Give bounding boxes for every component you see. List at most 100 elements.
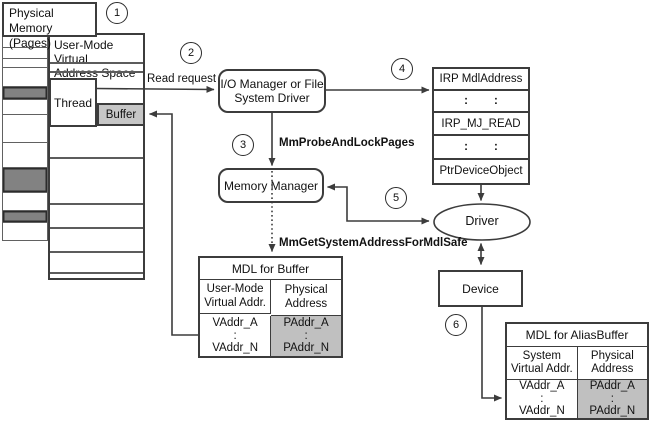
mdl-aliasbuffer-table: MDL for AliasBuffer System Virtual Addr.… — [505, 322, 649, 420]
memory-page-row — [3, 211, 47, 223]
step-number-2: 2 — [187, 47, 195, 59]
mdl-aliasbuffer-grid: System Virtual Addr. Physical Address VA… — [507, 347, 647, 418]
driver-label: Driver — [465, 214, 499, 228]
mdl-alias-paddr-cell: PAddr_A : PAddr_N — [577, 380, 647, 418]
mdl-buffer-title: MDL for Buffer — [200, 258, 341, 280]
memory-page-row — [3, 59, 47, 68]
irp-box: IRP MdlAddress : : IRP_MJ_READ : : PtrDe… — [432, 67, 530, 185]
irp-mj-read-row: IRP_MJ_READ — [434, 113, 528, 136]
memory-page-row — [3, 193, 47, 211]
step-number-4: 4 — [398, 63, 406, 75]
mdl-alias-col2-header-line2: Address — [591, 363, 634, 375]
io-manager-line2: System Driver — [234, 91, 310, 105]
mdl-alias-col2-header: Physical Address — [577, 347, 647, 380]
step-number-5: 5 — [392, 192, 400, 204]
irp-colon: : — [464, 140, 468, 153]
irp-colon: : — [464, 95, 468, 108]
device-to-alias-mdl-arrow — [481, 307, 502, 402]
memory-page-row — [3, 143, 47, 168]
vaddr-ellipsis: : — [233, 329, 237, 342]
irp-ellipsis-row: : : — [434, 91, 528, 114]
mdl-buffer-col1-header-line1: User-Mode — [206, 283, 264, 295]
physical-memory-title-line1: Physical Memory — [9, 6, 54, 35]
physical-memory-label: Physical Memory (Pages) — [2, 2, 97, 50]
mdl-alias-col1-header-line1: System — [522, 349, 562, 362]
irp-ellipsis-row: : : — [434, 136, 528, 160]
memory-page-column — [2, 37, 48, 241]
driver-memory-manager-link — [327, 183, 430, 225]
memory-page-row — [3, 100, 47, 115]
mdl-alias-col1-header-line2: Virtual Addr. — [510, 363, 573, 375]
address-space-divider — [50, 71, 143, 73]
device-box: Device — [438, 270, 523, 307]
thread-box: Thread — [49, 78, 97, 127]
memory-manager-box: Memory Manager — [218, 168, 324, 203]
physical-memory-title-line2: (Pages) — [9, 36, 52, 50]
mdl-buffer-vaddr-cell: VAddr_A : VAddr_N — [200, 316, 272, 356]
paddr-first: PAddr_A — [589, 380, 635, 392]
address-space-divider — [50, 272, 143, 274]
read-request-label: Read request — [147, 73, 217, 85]
step-circle-4: 4 — [391, 58, 413, 80]
paddr-last: PAddr_N — [589, 404, 636, 417]
device-label: Device — [462, 281, 499, 296]
io-manager-line1: I/O Manager or File — [220, 77, 324, 91]
memory-manager-label: Memory Manager — [223, 178, 319, 193]
irp-mdladdress-row: IRP MdlAddress — [434, 69, 528, 92]
memory-page-row — [3, 168, 47, 193]
mdl-buffer-table: MDL for Buffer User-Mode Virtual Addr. P… — [198, 256, 343, 358]
mdl-buffer-col1-header: User-Mode Virtual Addr. — [200, 280, 272, 314]
step-circle-5: 5 — [385, 187, 407, 209]
vaddr-last: VAddr_N — [518, 404, 565, 417]
mdl-buffer-col1-header-line2: Virtual Addr. — [204, 296, 266, 309]
memory-page-row — [3, 223, 47, 240]
mdl-alias-vaddr-cell: VAddr_A : VAddr_N — [507, 380, 578, 418]
irp-mdladdress-label: IRP MdlAddress — [439, 73, 523, 86]
buffer-label: Buffer — [105, 108, 137, 121]
mdl-alias-col1-header: System Virtual Addr. — [507, 347, 578, 380]
irp-colon: : — [494, 140, 498, 153]
step-circle-2: 2 — [180, 42, 202, 64]
step-number-3: 3 — [239, 139, 247, 151]
irp-ptrdeviceobject-row: PtrDeviceObject — [434, 160, 528, 183]
address-space-divider — [50, 227, 143, 229]
step-number-1: 1 — [113, 7, 121, 19]
memory-page-row — [3, 115, 47, 143]
step-number-6: 6 — [452, 319, 460, 331]
memory-page-row — [3, 48, 47, 59]
irp-mj-read-label: IRP_MJ_READ — [441, 117, 521, 130]
irp-colon: : — [494, 95, 498, 108]
vaddr-ellipsis: : — [540, 392, 544, 405]
paddr-first: PAddr_A — [283, 317, 329, 329]
step-circle-3: 3 — [232, 134, 254, 156]
user-address-space-title-line2: Address Space — [54, 66, 136, 80]
user-address-space-box: User-Mode Virtual Address Space — [48, 33, 145, 280]
mdl-buffer-grid: User-Mode Virtual Addr. Physical Address… — [200, 280, 341, 356]
vaddr-first: VAddr_A — [212, 317, 258, 329]
mdl-buffer-col2-header-line1: Physical — [284, 284, 328, 296]
mdl-buffer-paddr-cell: PAddr_A : PAddr_N — [271, 316, 341, 356]
vaddr-first: VAddr_A — [519, 380, 565, 392]
mdl-to-buffer-arrow — [149, 110, 198, 336]
vaddr-last: VAddr_N — [212, 341, 258, 354]
mdl-buffer-col2-header: Physical Address — [271, 280, 341, 316]
address-space-divider — [50, 62, 143, 64]
paddr-last: PAddr_N — [283, 341, 329, 354]
memory-page-row — [3, 37, 47, 48]
mdl-buffer-col2-header-line2: Address — [285, 297, 328, 310]
address-space-divider — [50, 203, 143, 205]
address-space-divider — [50, 157, 143, 159]
get-system-address-label: MmGetSystemAddressForMdlSafe — [279, 237, 468, 249]
memory-page-row — [3, 87, 47, 100]
buffer-box: Buffer — [97, 103, 145, 126]
user-address-space-title: User-Mode Virtual Address Space — [54, 38, 143, 80]
mdl-alias-col2-header-line1: Physical — [590, 349, 634, 362]
step-circle-6: 6 — [445, 314, 467, 336]
mdl-aliasbuffer-title: MDL for AliasBuffer — [507, 324, 647, 347]
memory-page-row — [3, 68, 47, 87]
step-circle-1: 1 — [106, 2, 128, 24]
address-space-divider — [50, 251, 143, 253]
thread-label: Thread — [53, 95, 93, 110]
paddr-ellipsis: : — [610, 392, 614, 405]
